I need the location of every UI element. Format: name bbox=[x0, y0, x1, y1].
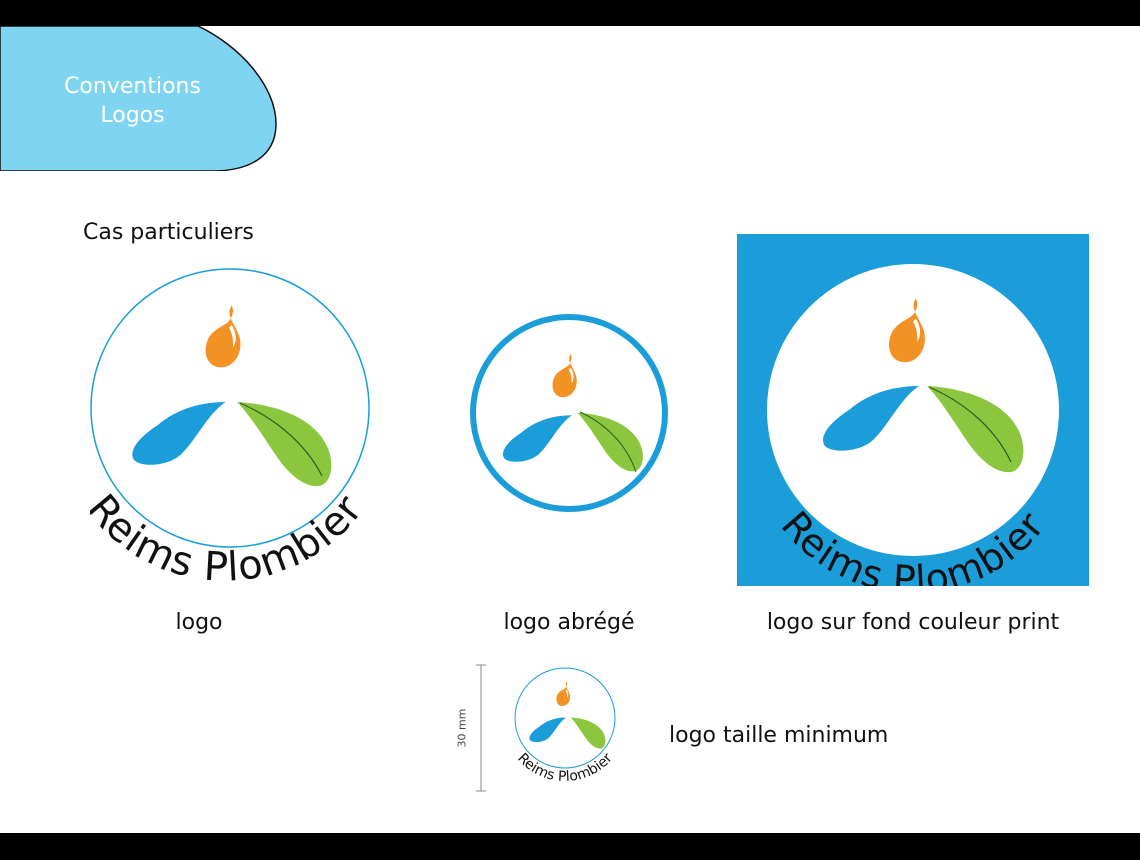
section-heading: Cas particuliers bbox=[83, 220, 254, 245]
tab-title-line-1: Conventions bbox=[64, 74, 201, 99]
logo-full: Reims Plombier bbox=[90, 268, 371, 588]
bottom-letterbox-bar bbox=[0, 833, 1140, 860]
variant-label-logo: logo bbox=[175, 610, 223, 635]
dimension-label: 30 mm bbox=[455, 708, 469, 748]
section-tab-title: Conventions Logos bbox=[0, 72, 265, 130]
logo-color-background: Reims Plombier bbox=[737, 234, 1089, 586]
variant-label-color-background: logo sur fond couleur print bbox=[766, 610, 1060, 635]
top-letterbox-bar bbox=[0, 0, 1140, 26]
tab-title-line-2: Logos bbox=[100, 103, 165, 128]
logo-abbreviated bbox=[470, 314, 668, 512]
logo-disc bbox=[767, 264, 1059, 556]
variant-label-minimum-size: logo taille minimum bbox=[669, 723, 889, 748]
leaf-vein bbox=[928, 386, 1012, 463]
logo-minimum-size: Reims Plombier bbox=[514, 667, 616, 785]
dimension-line bbox=[476, 664, 486, 792]
section-tab bbox=[0, 25, 280, 175]
leaf-vein bbox=[239, 402, 323, 477]
leaf-vein bbox=[579, 411, 637, 473]
logo-ring bbox=[470, 314, 668, 512]
variant-label-abbreviated: logo abrégé bbox=[503, 610, 635, 635]
